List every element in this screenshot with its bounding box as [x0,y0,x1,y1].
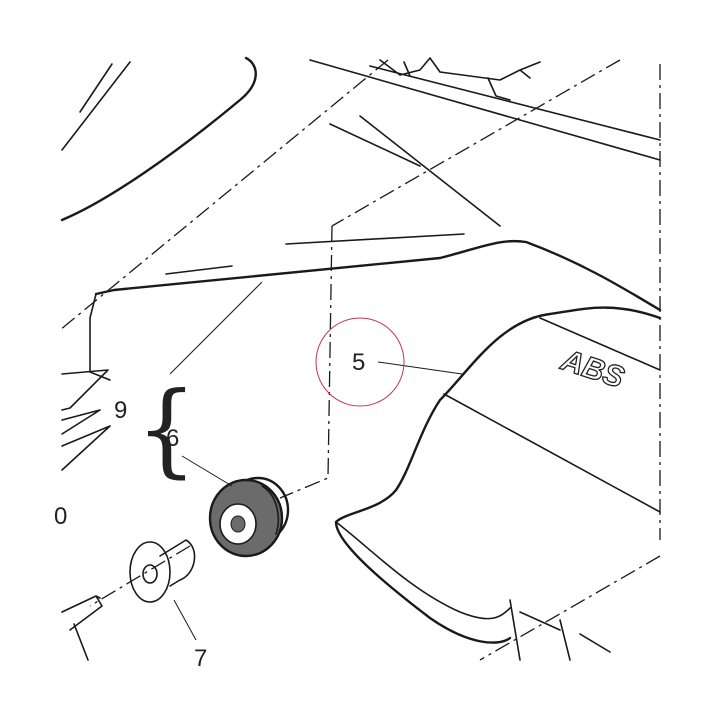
label-part-5: 5 [352,349,365,376]
centerline-vertical [279,225,333,499]
label-part-6: 6 [166,425,179,452]
top-long-edge-2 [369,65,661,141]
label-part-7: 7 [194,645,207,672]
spacer-part-7 [129,539,196,603]
cover-body-outline [334,306,662,644]
bolt [61,595,103,661]
centerline-upper-right [331,59,621,227]
upper-left-panel-inner [79,63,113,113]
leader-7 [173,599,197,641]
top-inner-line-1 [329,123,421,167]
leader-6 [181,455,233,487]
main-plate-left-edge [89,293,97,373]
main-plate-line-2 [165,265,233,275]
top-bracket [379,57,541,101]
upper-left-panel-edge [61,61,131,151]
left-tab-edge [89,371,111,381]
cover-inner-opening [335,521,511,620]
centerline-top-left [59,59,389,331]
main-plate-line-1 [285,233,465,245]
leader-9-upper [169,281,263,375]
top-long-edge-1 [309,59,661,161]
upper-left-panel-outline [60,56,257,222]
main-plate-outline [94,239,662,312]
left-tab-upper [61,369,109,411]
centerline-bolt [89,545,191,607]
brace-9: { [136,372,197,489]
top-inner-line-2 [359,115,501,227]
cover-inner-upper [443,317,661,513]
leader-5 [377,361,463,375]
label-part-9: 9 [114,397,127,424]
highlight-circle-part-5 [315,317,405,407]
left-tab-middle [61,409,101,435]
left-tab-lower [61,425,111,471]
grommet-part-6 [208,476,290,558]
centerline-lower-right [479,555,661,661]
label-partial: 0 [54,503,67,530]
cover-lower-bracket [509,599,611,661]
